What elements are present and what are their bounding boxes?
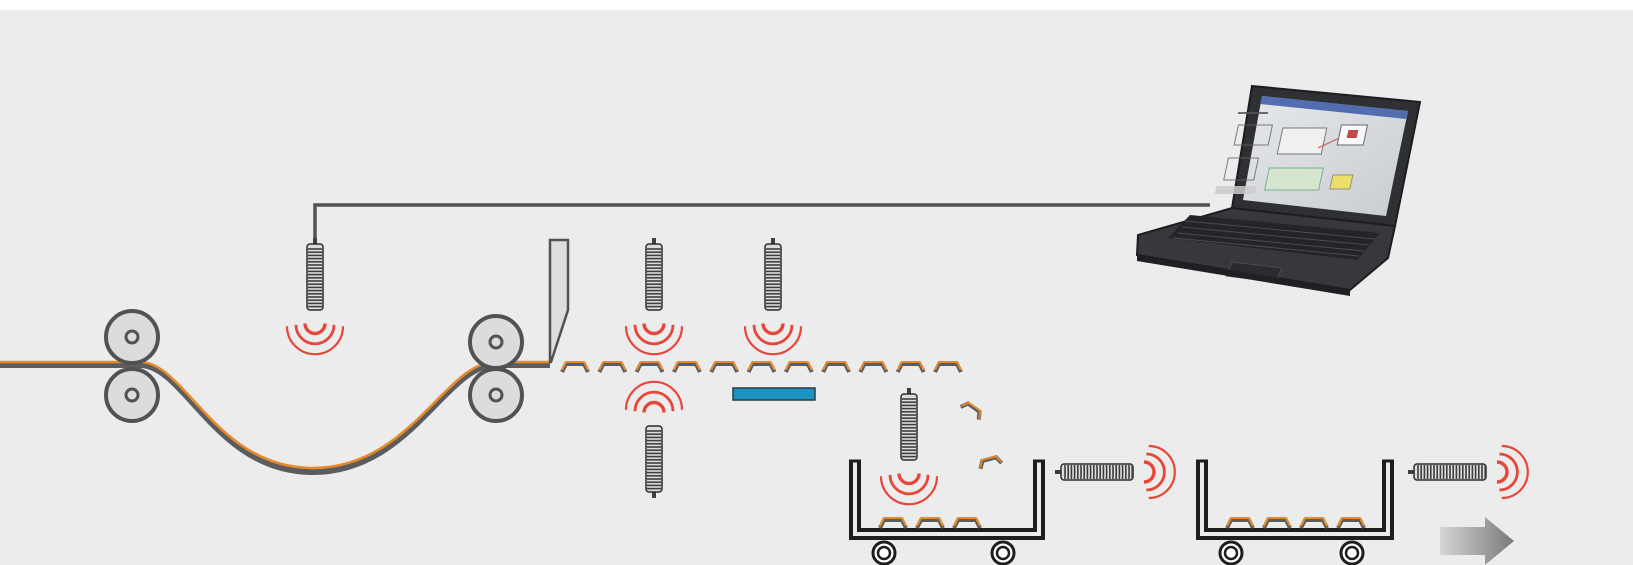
cut-piece <box>672 361 702 373</box>
cart-wheel <box>871 540 897 565</box>
cut-pieces-row <box>560 361 963 373</box>
sensor-cart-side-2 <box>1408 444 1529 500</box>
stacked-piece <box>1225 517 1255 529</box>
cut-piece <box>634 361 665 373</box>
laptop <box>1135 84 1422 296</box>
stacked-piece <box>1336 517 1366 529</box>
stacked-piece <box>1299 517 1329 529</box>
roller-lower-right <box>468 367 524 423</box>
exit-arrow-icon <box>1440 517 1514 565</box>
sensor-top-1 <box>624 238 684 356</box>
laptop-screen-content <box>1214 96 1408 194</box>
cut-piece <box>858 361 889 373</box>
collection-carts <box>849 459 1394 565</box>
cut-piece <box>895 361 926 373</box>
cut-piece <box>709 361 739 373</box>
cutter-blade <box>548 238 570 364</box>
cut-piece <box>784 361 814 373</box>
falling-piece <box>978 455 1004 470</box>
stacked-piece <box>952 517 982 529</box>
sensor-cart-side-1 <box>1055 444 1176 500</box>
cut-piece <box>933 361 963 373</box>
pinch-rollers <box>104 309 160 423</box>
collection-cart-1 <box>849 459 1045 565</box>
roller-upper-left <box>104 309 160 365</box>
sensor-cart <box>879 388 939 506</box>
roller-upper-right <box>468 314 524 370</box>
stacked-piece <box>915 517 945 529</box>
cart-wheel <box>990 540 1016 565</box>
data-cable <box>313 203 1210 244</box>
ultrasonic-sensors <box>285 238 1529 506</box>
strip-material <box>0 360 550 476</box>
laptop-keyboard <box>1168 215 1380 260</box>
sensor-top-2 <box>743 238 803 356</box>
laptop-front-edge <box>1137 255 1350 296</box>
falling-piece <box>959 401 982 420</box>
cart-tray <box>849 459 1045 540</box>
cut-piece <box>560 361 590 373</box>
cut-piece <box>746 361 777 373</box>
cart-wheel <box>1339 540 1365 565</box>
cart-wheel <box>1218 540 1244 565</box>
sensor-thickness <box>285 238 345 356</box>
cut-piece <box>597 361 628 373</box>
cart-tray <box>1196 459 1394 540</box>
stacked-piece <box>1262 517 1292 529</box>
laptop-keys <box>1173 220 1376 257</box>
stacked-piece <box>878 517 908 529</box>
entry-rollers <box>468 314 524 423</box>
roller-lower-left <box>104 367 160 423</box>
conveyor-belt <box>732 387 816 401</box>
collection-cart-2 <box>1196 459 1394 565</box>
cut-piece <box>821 361 851 373</box>
sensor-bottom <box>624 380 684 498</box>
